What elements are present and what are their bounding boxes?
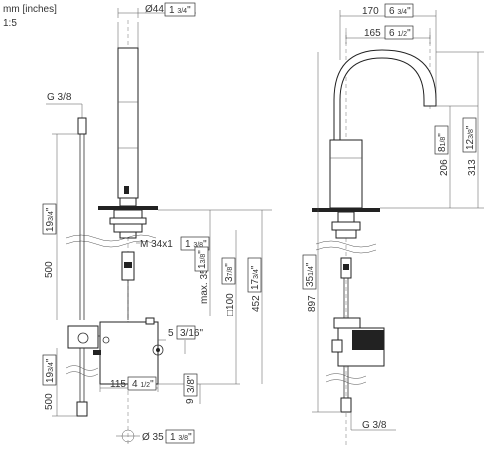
- dim-total-897: 897: [307, 295, 318, 312]
- hose-bottom-connector: [76, 401, 88, 417]
- dim-hose-upper-500-inch: 193/4": [45, 207, 56, 232]
- dim-height-313: 313: [467, 159, 478, 176]
- dim-hose-lower-500-inch: 193/4": [45, 358, 56, 383]
- dim-height-452: 452: [251, 295, 262, 312]
- units-label: mm [inches]: [3, 4, 57, 15]
- dim-max-35: max. 35: [199, 268, 210, 304]
- dim-offset-5: 5: [168, 328, 174, 339]
- valve-box: [99, 321, 159, 385]
- dim-box-100-inch: 37/8": [224, 263, 235, 282]
- dim-width-115: 115: [110, 379, 126, 390]
- dim-diameter-35-inch: 1 3/8": [170, 432, 192, 443]
- dim-depth-9: 9: [185, 398, 196, 404]
- dim-diameter-44-inch: 1 3/4": [169, 5, 191, 16]
- tap-column: [117, 47, 139, 199]
- dim-thread-m34: M 34x1: [140, 239, 173, 250]
- dim-depth-9-inch: 3/8": [186, 375, 197, 393]
- dim-hose-upper-500: 500: [44, 261, 55, 278]
- scale-label: 1:5: [3, 18, 17, 29]
- dim-reach-165-inch: 6 1/2": [389, 28, 411, 39]
- left-view: Ø44 1 3/4" G 3/8 500 193/4: [42, 2, 272, 445]
- sensor-window: [124, 186, 129, 194]
- dim-reach-165: 165: [364, 28, 381, 39]
- dim-bottom-thread: G 3/8: [362, 420, 387, 431]
- dim-reach-170: 170: [362, 6, 379, 17]
- dim-width-115-inch: 4 1/2": [132, 379, 154, 390]
- gooseneck-spout: [333, 49, 437, 141]
- tap-body: [329, 139, 363, 209]
- dim-height-206-inch: 81/8": [437, 133, 448, 152]
- dim-diameter-44: Ø44: [145, 4, 164, 15]
- right-view: 170 6 3/4" 165 6 1/2": [302, 3, 484, 445]
- dim-thread-m34-inch: 1 3/8": [185, 239, 207, 250]
- dim-height-206: 206: [439, 159, 450, 176]
- hose-top-connector: [77, 117, 87, 135]
- deck-plate-right: [312, 208, 380, 212]
- dim-hose-lower-500: 500: [44, 393, 55, 410]
- deck-plate: [98, 206, 158, 210]
- dim-box-100: □100: [225, 293, 236, 316]
- dim-height-313-inch: 123/8": [465, 125, 476, 150]
- dim-max-35-inch: 13/8": [197, 250, 208, 269]
- mount-nut: [109, 217, 147, 225]
- hose-thread-label: G 3/8: [47, 92, 72, 103]
- dim-total-897-inch: 351/4": [305, 262, 316, 287]
- mixing-block: [67, 325, 99, 349]
- dim-diameter-35: Ø 35: [142, 432, 164, 443]
- dim-height-452-inch: 173/4": [250, 265, 261, 290]
- dim-offset-5-inch: 3/16": [180, 328, 203, 339]
- dim-reach-170-inch: 6 3/4": [389, 6, 411, 17]
- right-bottom-connector: [340, 397, 352, 413]
